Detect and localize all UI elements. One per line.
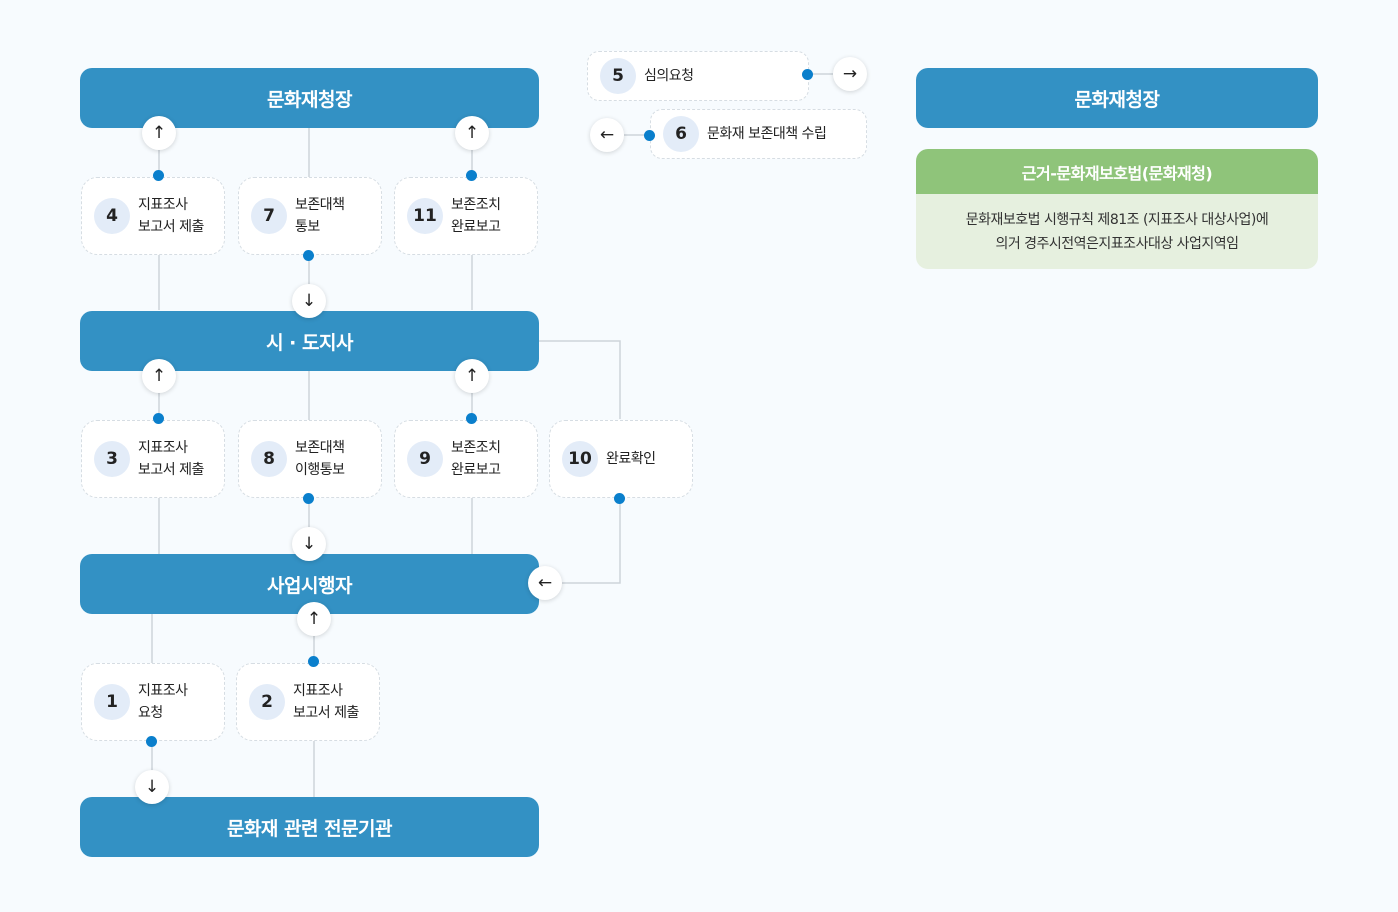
step-label: 지표조사 보고서 제출 [138,197,204,235]
basis-line: 문화재보호법 시행규칙 제81조 (지표조사 대상사업)에 [965,211,1269,228]
step-number: 5 [600,58,636,94]
arrow-right-icon: → [833,57,867,91]
step-label: 보존조치 완료보고 [451,440,501,478]
step-number: 11 [407,198,443,234]
step-card-10: 10 완료확인 [549,420,693,498]
step-number: 6 [663,116,699,152]
arrow-down-icon: ↓ [292,284,326,318]
connector-dot [644,130,655,141]
step-card-2: 2 지표조사 보고서 제출 [236,663,380,741]
arrow-down-icon: ↓ [292,527,326,561]
arrow-left-icon: ← [590,118,624,152]
arrow-up-icon: ↑ [455,116,489,150]
step-card-5: 5 심의요청 [587,51,809,101]
step-label: 지표조사 요청 [138,683,188,721]
step-label: 문화재 보존대책 수립 [707,126,827,142]
connector-dot [466,413,477,424]
connector-dot [802,69,813,80]
step-number: 9 [407,441,443,477]
step-number: 10 [562,441,598,477]
step-number: 8 [251,441,287,477]
arrow-up-icon: ↑ [142,359,176,393]
arrow-up-icon: ↑ [455,359,489,393]
connector-dot [614,493,625,504]
step-card-1: 1 지표조사 요청 [81,663,225,741]
step-label: 보존조치 완료보고 [451,197,501,235]
sidebar-title-bar: 문화재청장 [916,68,1318,128]
step-label: 지표조사 보고서 제출 [138,440,204,478]
step-card-9: 9 보존조치 완료보고 [394,420,538,498]
step-number: 4 [94,198,130,234]
connector-dot [146,736,157,747]
connector-dot [303,250,314,261]
step-card-11: 11 보존조치 완료보고 [394,177,538,255]
arrow-down-icon: ↓ [135,770,169,804]
basis-description: 문화재보호법 시행규칙 제81조 (지표조사 대상사업)에 의거 경주시전역은지… [916,194,1318,269]
connector-dot [308,656,319,667]
step-number: 2 [249,684,285,720]
step-label: 완료확인 [606,451,656,467]
connector-dot [303,493,314,504]
connector-dot [153,170,164,181]
step-card-7: 7 보존대책 통보 [238,177,382,255]
step-card-4: 4 지표조사 보고서 제출 [81,177,225,255]
basis-line: 의거 경주시전역은지표조사대상 사업지역임 [995,235,1239,252]
bar-heritage-institution: 문화재 관련 전문기관 [80,797,539,857]
connector-dot [153,413,164,424]
step-label: 지표조사 보고서 제출 [293,683,359,721]
step-label: 보존대책 이행통보 [295,440,345,478]
step-card-3: 3 지표조사 보고서 제출 [81,420,225,498]
step-card-6: 6 문화재 보존대책 수립 [650,109,867,159]
arrow-left-icon: ← [528,566,562,600]
step-label: 심의요청 [644,68,694,84]
step-card-8: 8 보존대책 이행통보 [238,420,382,498]
step-number: 1 [94,684,130,720]
basis-title: 근거-문화재보호법(문화재청) [916,149,1318,194]
connector-dot [466,170,477,181]
arrow-up-icon: ↑ [297,602,331,636]
step-label: 보존대책 통보 [295,197,345,235]
step-number: 3 [94,441,130,477]
arrow-up-icon: ↑ [142,116,176,150]
step-number: 7 [251,198,287,234]
